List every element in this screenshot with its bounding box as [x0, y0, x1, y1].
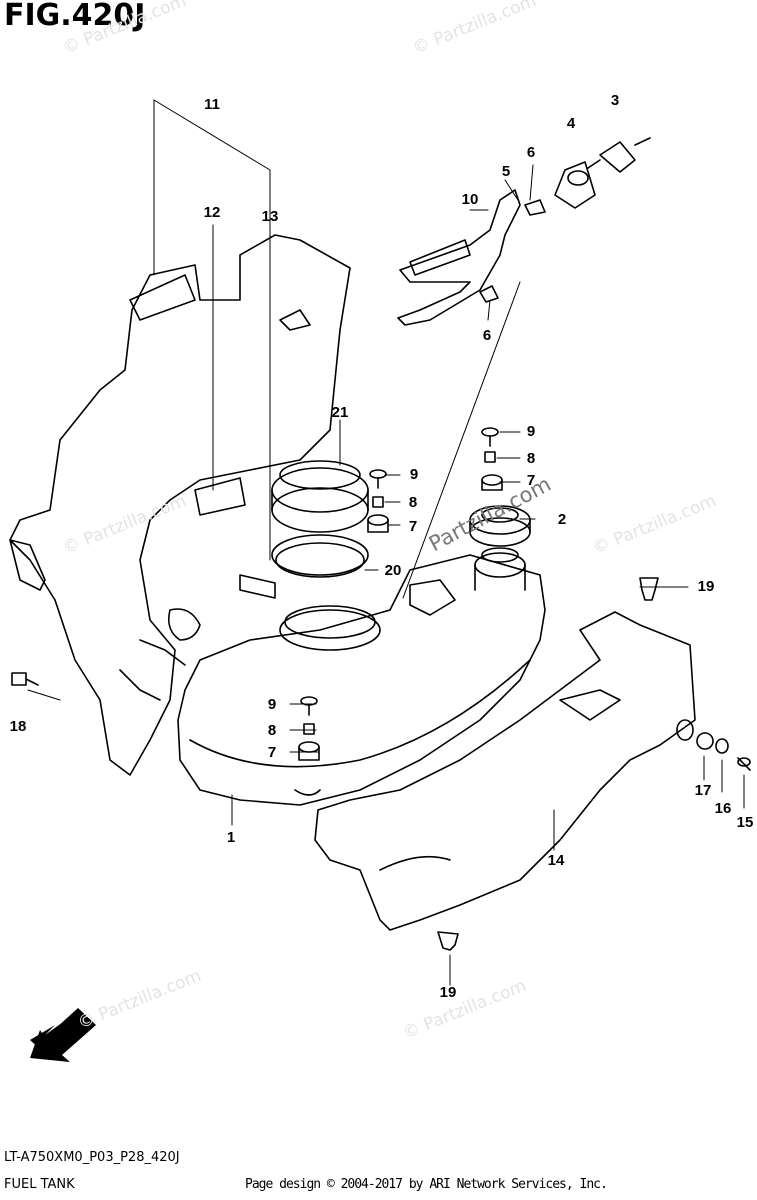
callout-11: 11 [204, 96, 220, 113]
callout-5: 5 [501, 163, 511, 180]
callout-19b: 19 [439, 984, 457, 1001]
callout-3: 3 [610, 92, 620, 109]
callout-19a: 19 [697, 578, 715, 595]
fuel-tank-body [177, 547, 546, 806]
callout-20: 20 [384, 562, 402, 579]
callout-6b: 6 [482, 327, 492, 344]
callout-9c: 9 [267, 696, 277, 713]
figure-title: FIG.420J [4, 0, 146, 33]
callout-18: 18 [9, 718, 27, 735]
bolt-18 [11, 672, 39, 686]
fuel-pump-ring-21 [271, 460, 369, 533]
callout-8a: 8 [526, 450, 536, 467]
clip-6a [524, 199, 546, 216]
washer-16 [715, 738, 729, 754]
callout-7a: 7 [526, 472, 536, 489]
callout-21: 21 [331, 404, 349, 421]
frame-cover-14 [314, 611, 696, 931]
callout-15: 15 [736, 814, 754, 831]
callout-8c: 8 [267, 722, 277, 739]
callout-2: 2 [557, 511, 567, 528]
callout-17: 17 [694, 782, 712, 799]
callout-16: 16 [714, 800, 732, 817]
model-code: LT-A750XM0_P03_P28_420J [4, 1150, 180, 1165]
callout-4: 4 [566, 115, 576, 132]
page-credit: Page design © 2004-2017 by ARI Network S… [245, 1177, 608, 1192]
valve-4 [554, 161, 596, 209]
clip-19b [437, 931, 459, 951]
clip-6b [479, 285, 499, 303]
bolt-15 [737, 757, 751, 771]
callout-14: 14 [547, 852, 565, 869]
gasket-20 [271, 534, 369, 578]
collar-17 [696, 732, 714, 750]
callout-7b: 7 [408, 518, 418, 535]
clip-19a [639, 577, 659, 601]
breather-hose [397, 189, 521, 326]
fuel-cap-2 [469, 505, 531, 547]
fwd-arrow-icon [30, 1008, 96, 1062]
side-cover [9, 234, 351, 776]
leader-lines [27, 99, 745, 986]
callout-6a: 6 [526, 144, 536, 161]
callout-9b: 9 [409, 466, 419, 483]
callout-12: 12 [203, 204, 221, 221]
valve-3 [587, 137, 651, 173]
callout-1: 1 [226, 829, 236, 846]
section-name: FUEL TANK [4, 1177, 75, 1192]
callout-10: 10 [461, 191, 479, 208]
callout-8b: 8 [408, 494, 418, 511]
callout-7c: 7 [267, 744, 277, 761]
callout-9a: 9 [526, 423, 536, 440]
callout-13: 13 [261, 208, 279, 225]
